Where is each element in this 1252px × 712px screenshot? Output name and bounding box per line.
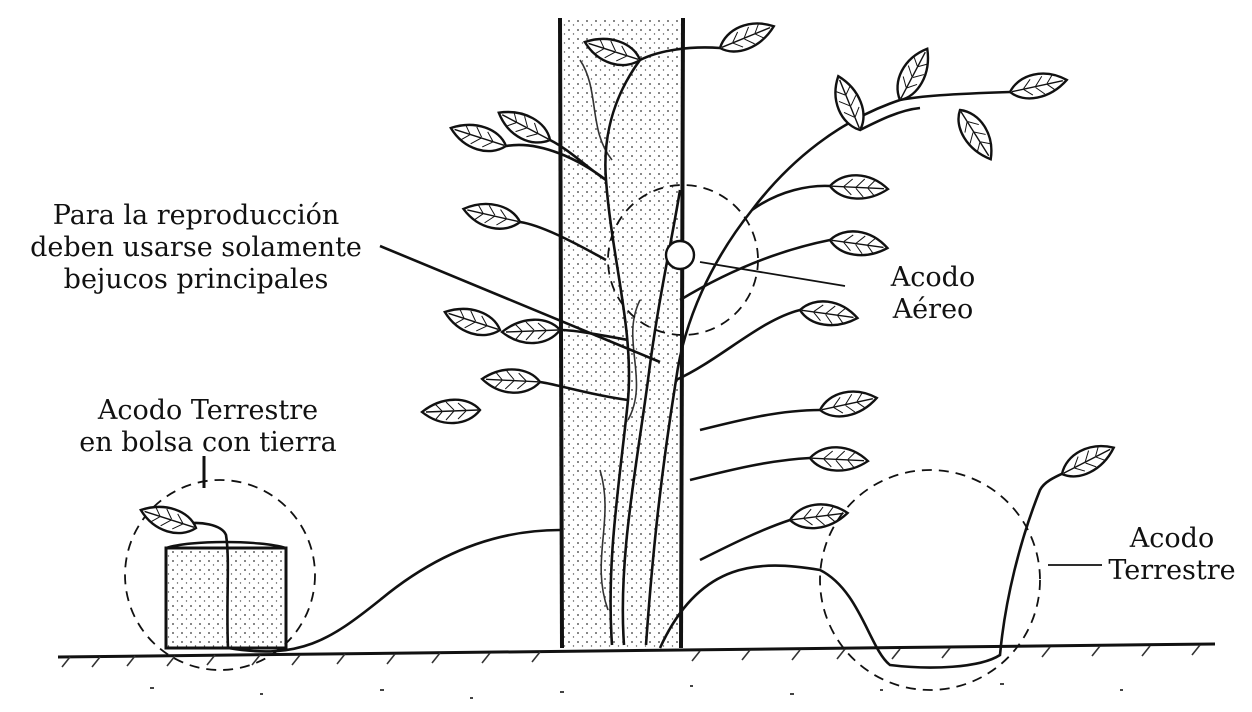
- bag-layer: [125, 456, 560, 670]
- ground: [58, 644, 1215, 698]
- air-layer-label-line: Acodo: [858, 262, 1008, 294]
- ground-layer: [660, 438, 1119, 690]
- reproduction-label-line: deben usarse solamente: [6, 232, 386, 264]
- ground-layer-label-line: Acodo: [1092, 523, 1252, 555]
- bag-layer-label: Acodo Terrestre en bolsa con tierra: [48, 395, 368, 459]
- ground-layer-label-line: Terrestre: [1092, 555, 1252, 587]
- reproduction-label-line: bejucos principales: [6, 264, 386, 296]
- air-layer-label: Acodo Aéreo: [858, 262, 1008, 326]
- air-layer-label-line: Aéreo: [858, 294, 1008, 326]
- bag-layer-label-line: Acodo Terrestre: [48, 395, 368, 427]
- ground-layer-label: Acodo Terrestre: [1092, 523, 1252, 587]
- bag-layer-label-line: en bolsa con tierra: [48, 427, 368, 459]
- reproduction-label: Para la reproducción deben usarse solame…: [6, 200, 386, 296]
- reproduction-label-line: Para la reproducción: [6, 200, 386, 232]
